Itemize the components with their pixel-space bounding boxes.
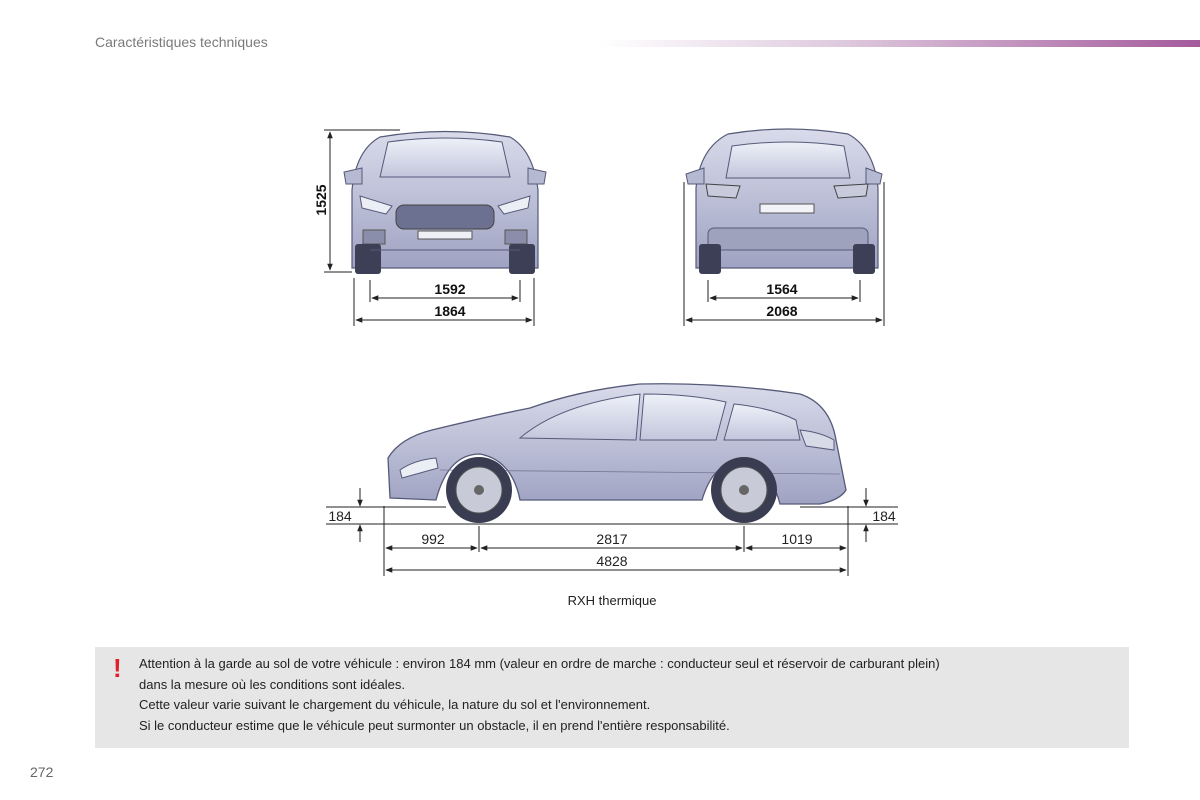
front-view bbox=[343, 130, 547, 274]
front-wheel bbox=[446, 457, 512, 523]
warning-box: ! Attention à la garde au sol de votre v… bbox=[95, 647, 1129, 748]
rear-wheel bbox=[711, 457, 777, 523]
vehicle-dimensions-figure: 1525 1592 1864 1564 2068 184 184 992 281… bbox=[313, 128, 898, 576]
exclamation-icon: ! bbox=[113, 653, 122, 683]
front-track-label: 1592 bbox=[434, 281, 465, 297]
page-number: 272 bbox=[30, 764, 54, 780]
warning-line: Cette valeur varie suivant le chargement… bbox=[139, 697, 651, 712]
front-width-label: 1864 bbox=[434, 303, 465, 319]
warning-line: Si le conducteur estime que le véhicule … bbox=[139, 717, 730, 733]
rear-width-label: 2068 bbox=[766, 303, 797, 319]
rear-view bbox=[685, 128, 883, 274]
ground-clearance-front-label: 184 bbox=[328, 508, 352, 524]
wheelbase-label: 2817 bbox=[596, 531, 627, 547]
dimension-lines bbox=[324, 129, 898, 576]
section-title: Caractéristiques techniques bbox=[95, 34, 268, 50]
figure-caption: RXH thermique bbox=[567, 593, 657, 608]
warning-line: dans la mesure où les conditions sont id… bbox=[139, 676, 405, 692]
warning-text: Attention à la garde au sol de votre véh… bbox=[139, 654, 940, 736]
header-accent-bar bbox=[600, 40, 1200, 47]
rear-track-label: 1564 bbox=[766, 281, 797, 297]
rear-overhang-label: 1019 bbox=[781, 531, 812, 547]
length-label: 4828 bbox=[596, 553, 627, 569]
ground-clearance-rear-label: 184 bbox=[872, 508, 896, 524]
front-overhang-label: 992 bbox=[421, 531, 445, 547]
side-view bbox=[387, 383, 847, 523]
height-label: 1525 bbox=[313, 184, 329, 215]
warning-line: Attention à la garde au sol de votre véh… bbox=[139, 656, 940, 671]
